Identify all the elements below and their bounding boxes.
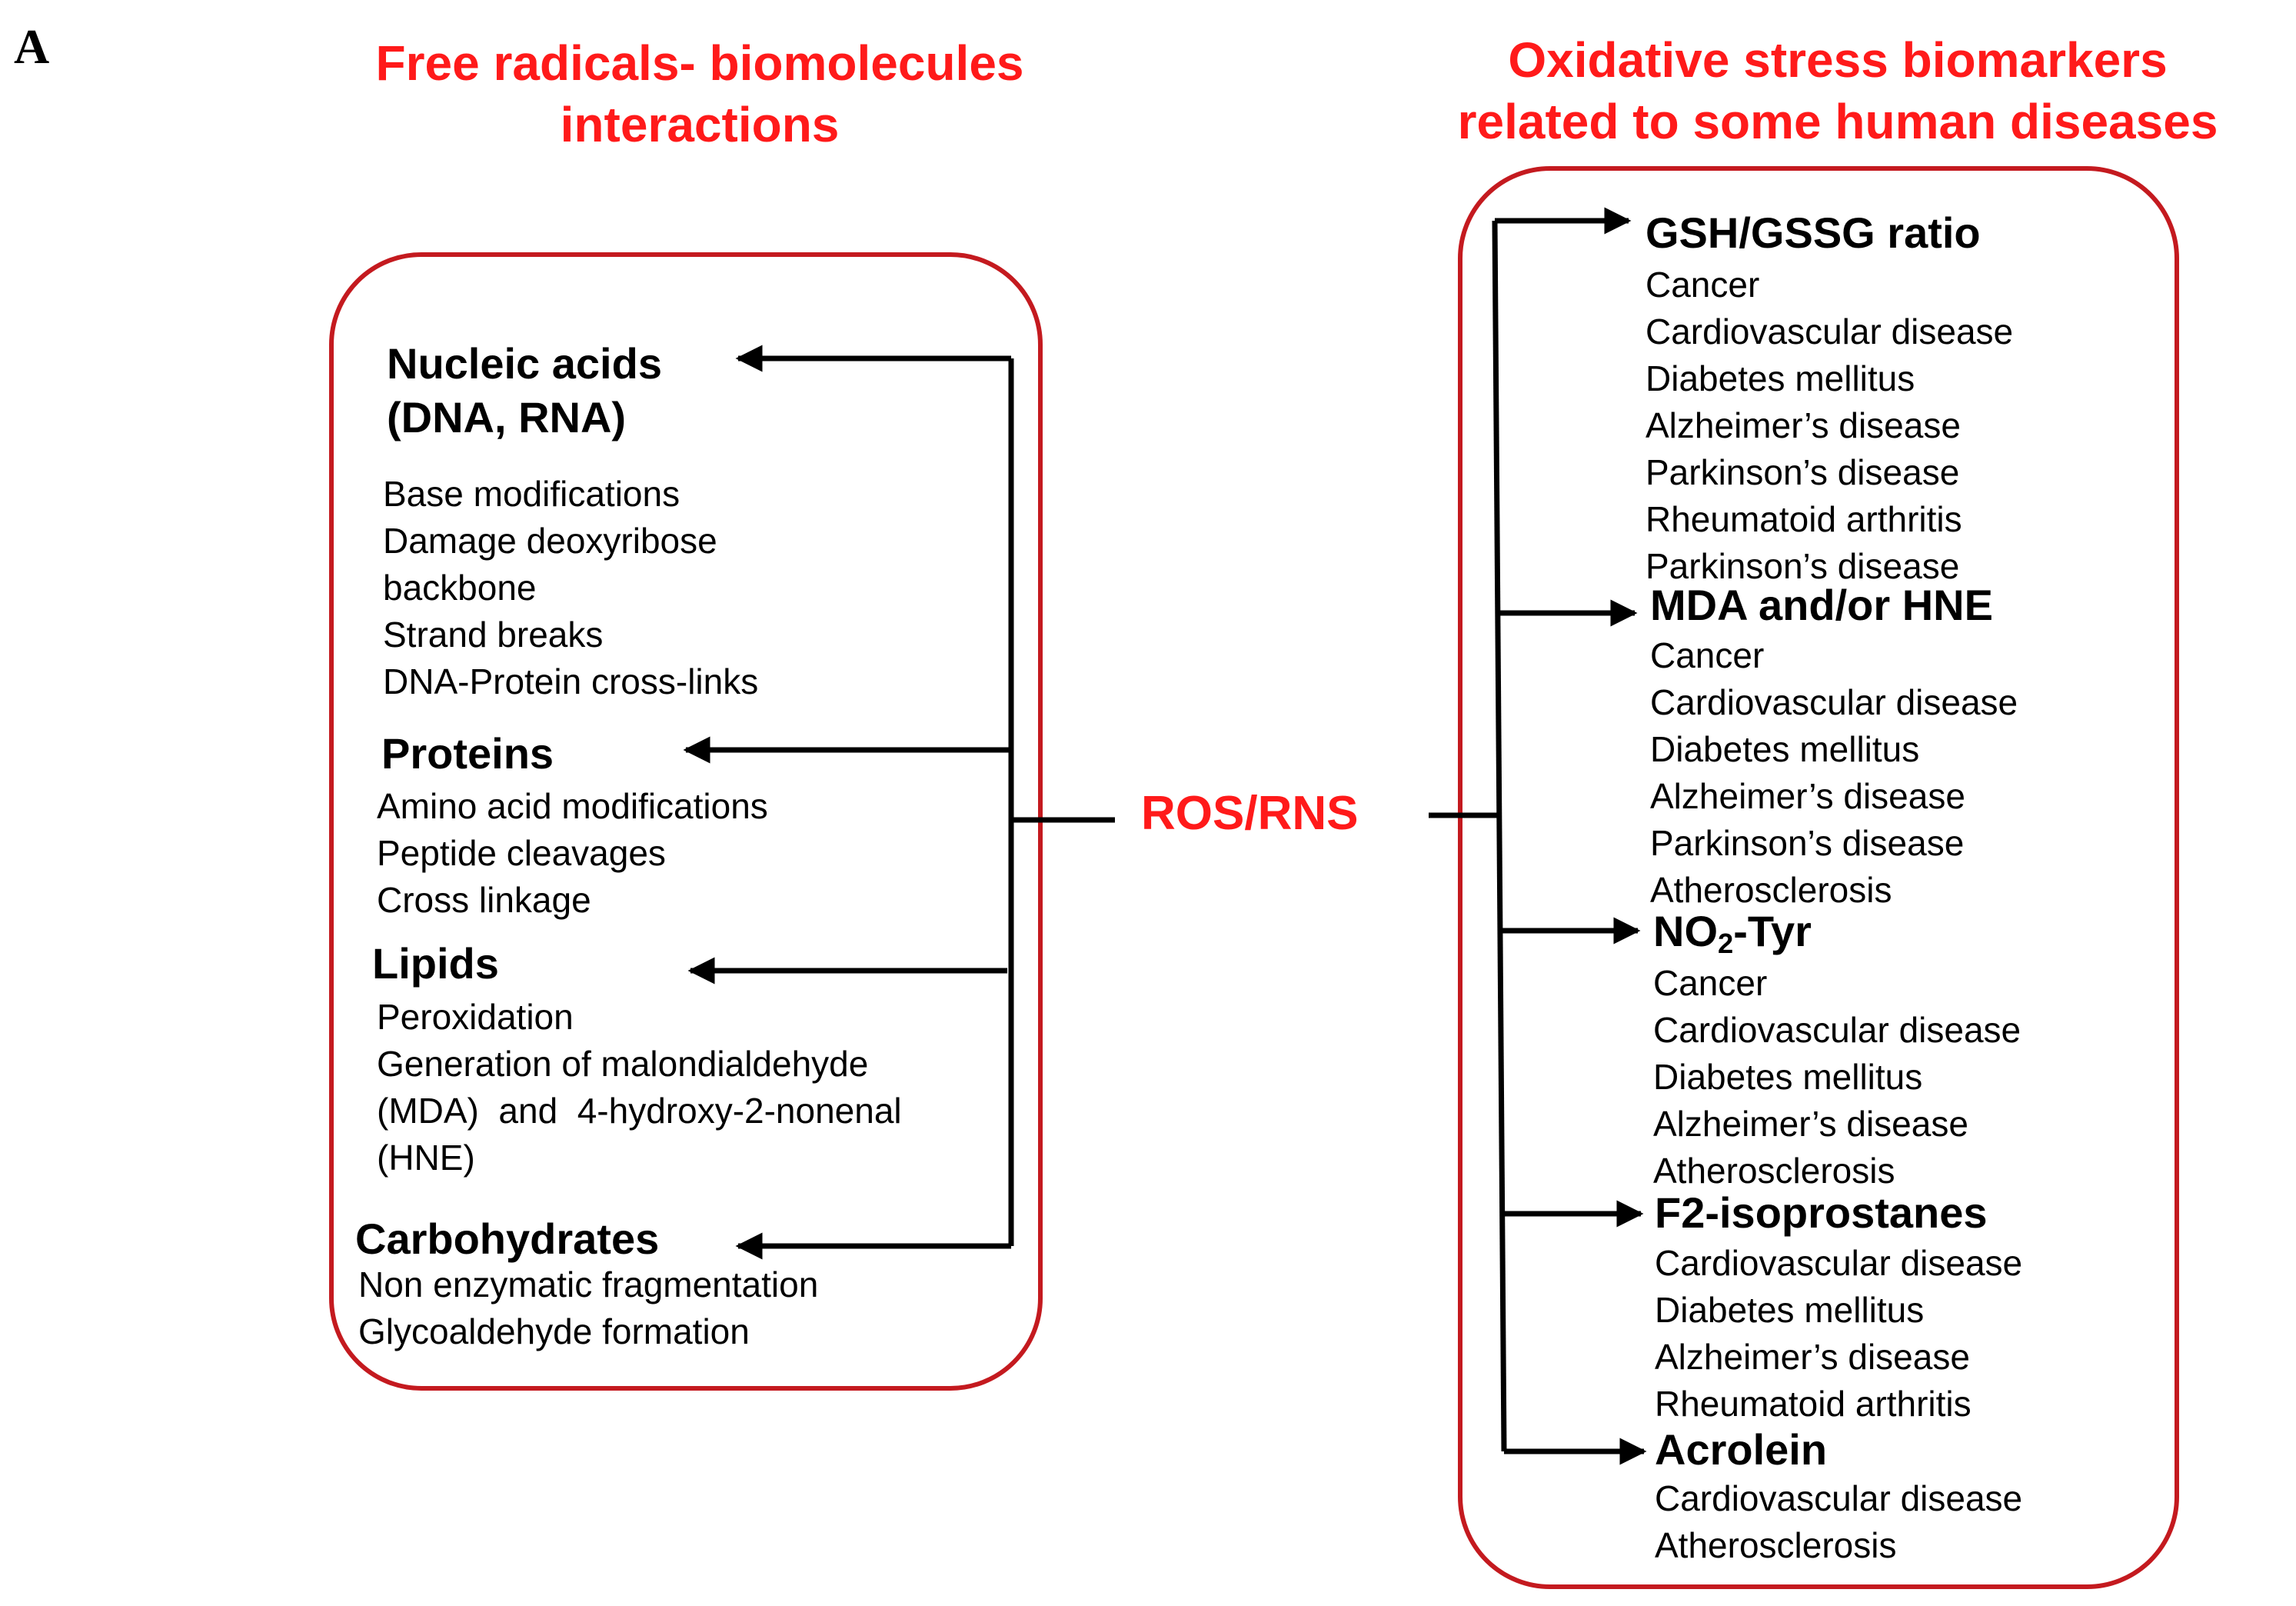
list-item: Alzheimer’s disease <box>1655 1337 1970 1377</box>
heading-lipids: Lipids <box>372 939 499 988</box>
list-item: (MDA) and 4-hydroxy-2-nonenal <box>377 1091 902 1131</box>
list-item: Alzheimer’s disease <box>1650 776 1965 816</box>
left-title: Free radicals- biomolecules interactions <box>292 32 1107 155</box>
heading-nucleic-acids-line-2: (DNA, RNA) <box>387 393 627 441</box>
list-item: Diabetes mellitus <box>1655 1290 1925 1330</box>
heading-f2-isoprostanes: F2-isoprostanes <box>1655 1188 1988 1237</box>
heading-no2-subscript: 2 <box>1718 928 1734 960</box>
list-no2-tyr: Cancer Cardiovascular disease Diabetes m… <box>1653 960 2021 1195</box>
right-title-line-1: Oxidative stress biomarkers <box>1508 32 2168 88</box>
list-item: Amino acid modifications <box>377 786 768 826</box>
list-f2-isoprostanes: Cardiovascular disease Diabetes mellitus… <box>1655 1240 2022 1428</box>
heading-carbohydrates: Carbohydrates <box>355 1214 660 1263</box>
heading-no2-main: NO <box>1653 907 1718 955</box>
left-title-line-2: interactions <box>560 97 840 152</box>
list-item: Cardiovascular disease <box>1650 682 2018 722</box>
list-item: Cancer <box>1645 265 1760 305</box>
panel-label: A <box>14 19 50 74</box>
group-nucleic-acids: Nucleic acids (DNA, RNA) <box>387 337 662 445</box>
heading-proteins: Proteins <box>381 729 554 778</box>
list-item: Cancer <box>1650 635 1765 675</box>
list-item: Cross linkage <box>377 880 591 920</box>
list-lipids: Peroxidation Generation of malondialdehy… <box>377 994 902 1181</box>
list-gsh-gssg: Cancer Cardiovascular disease Diabetes m… <box>1645 262 2013 590</box>
heading-nucleic-acids-line-1: Nucleic acids <box>387 339 662 388</box>
list-item: DNA-Protein cross-links <box>383 661 759 701</box>
list-item: Atherosclerosis <box>1655 1525 1897 1565</box>
list-item: Diabetes mellitus <box>1650 729 1920 769</box>
list-item: Parkinson’s disease <box>1645 546 1960 586</box>
list-carbohydrates: Non enzymatic fragmentation Glycoaldehyd… <box>358 1261 818 1355</box>
list-item: Parkinson’s disease <box>1645 452 1960 492</box>
list-nucleic-acids: Base modifications Damage deoxyribose ba… <box>383 471 758 705</box>
heading-no2-tyr: NO2-Tyr <box>1653 905 1812 971</box>
ros-rns-label: ROS/RNS <box>1141 787 1359 840</box>
left-title-line-1: Free radicals- biomolecules <box>375 35 1024 91</box>
list-item: Cardiovascular disease <box>1653 1010 2021 1050</box>
right-box <box>1458 166 2179 1589</box>
list-item: Peroxidation <box>377 997 574 1037</box>
list-item: Parkinson’s disease <box>1650 823 1965 863</box>
list-item: Cancer <box>1653 963 1768 1003</box>
right-title: Oxidative stress biomarkers related to s… <box>1384 29 2291 152</box>
list-item: Atherosclerosis <box>1650 870 1892 910</box>
list-item: Diabetes mellitus <box>1645 358 1915 398</box>
list-proteins: Amino acid modifications Peptide cleavag… <box>377 783 768 924</box>
list-item: Cardiovascular disease <box>1655 1478 2023 1518</box>
list-item: Atherosclerosis <box>1653 1151 1895 1191</box>
list-item: Strand breaks <box>383 615 604 655</box>
list-item: Peptide cleavages <box>377 833 666 873</box>
list-item: (HNE) <box>377 1138 475 1178</box>
right-trunk-line <box>1492 220 1507 1452</box>
list-item: Glycoaldehyde formation <box>358 1311 750 1351</box>
list-item: Cardiovascular disease <box>1645 312 2014 352</box>
list-item: Alzheimer’s disease <box>1645 405 1961 445</box>
list-item: Diabetes mellitus <box>1653 1057 1923 1097</box>
list-item: Generation of malondialdehyde <box>377 1044 869 1084</box>
list-item: Damage deoxyribose <box>383 521 717 561</box>
heading-no2-rest: -Tyr <box>1733 907 1812 955</box>
right-title-line-2: related to some human diseases <box>1457 94 2218 149</box>
list-item: Cardiovascular disease <box>1655 1243 2023 1283</box>
heading-gsh-gssg: GSH/GSSG ratio <box>1645 208 1981 257</box>
list-item: Rheumatoid arthritis <box>1645 499 1962 539</box>
list-acrolein: Cardiovascular disease Atherosclerosis <box>1655 1475 2022 1569</box>
list-item: Rheumatoid arthritis <box>1655 1384 1972 1424</box>
list-item: backbone <box>383 568 537 608</box>
list-item: Base modifications <box>383 474 680 514</box>
list-mda-hne: Cancer Cardiovascular disease Diabetes m… <box>1650 632 2018 914</box>
heading-mda-hne: MDA and/or HNE <box>1650 581 1993 629</box>
list-item: Alzheimer’s disease <box>1653 1104 1968 1144</box>
heading-acrolein: Acrolein <box>1655 1425 1828 1474</box>
list-item: Non enzymatic fragmentation <box>358 1264 819 1304</box>
